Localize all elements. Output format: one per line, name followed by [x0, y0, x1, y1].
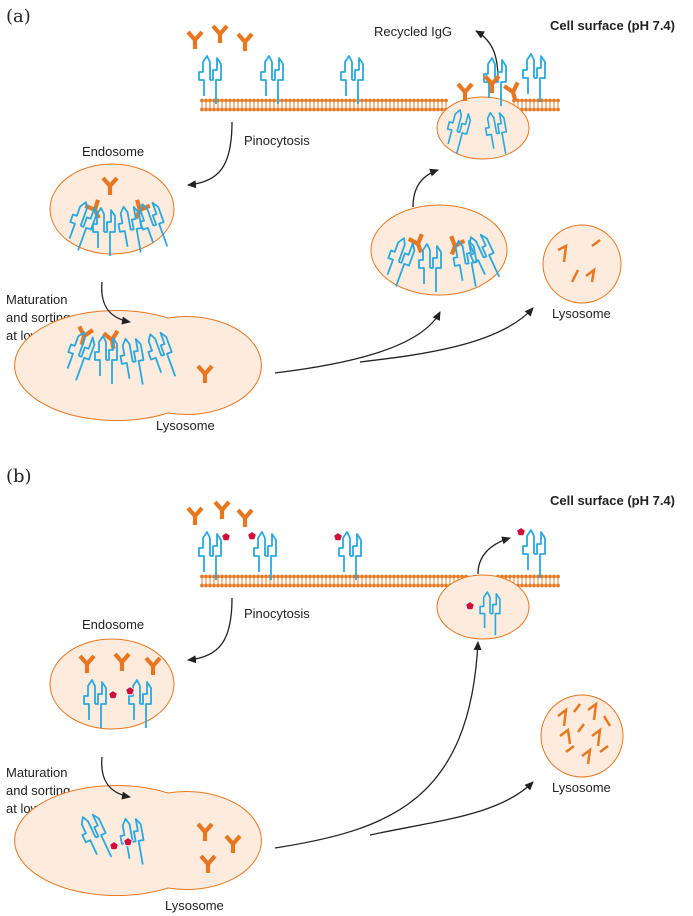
- endosome-label: Endosome: [82, 144, 144, 159]
- fcrn-receptor-icon: [198, 531, 222, 580]
- sorting-label: and sorting: [6, 783, 70, 798]
- degraded-fragment-icon: [557, 701, 612, 765]
- recycling-arrow: [412, 168, 439, 208]
- endosome-vesicle: [49, 638, 175, 730]
- inhibitor-pentagon-icon: [221, 532, 231, 542]
- igg-antibody-icon: [196, 364, 214, 383]
- endosome-label: Endosome: [82, 617, 144, 632]
- inhibitor-pentagon-icon: [465, 601, 475, 611]
- inhibitor-pentagon-icon: [516, 527, 526, 537]
- igg-antibody-icon: [77, 325, 95, 346]
- igg-antibody-icon: [113, 652, 131, 671]
- maturation-arrow: [101, 281, 131, 325]
- fcrn-receptor-icon: [83, 679, 107, 728]
- release-arrow: [477, 536, 511, 575]
- cell-surface-label: Cell surface (pH 7.4): [550, 493, 675, 508]
- cell-membrane: [200, 98, 448, 112]
- igg-antibody-icon: [101, 176, 119, 195]
- igg-antibody-icon: [502, 81, 520, 102]
- cell-membrane: [200, 574, 468, 588]
- igg-antibody-icon: [199, 854, 217, 873]
- lysosome-right-label: Lysosome: [552, 780, 611, 795]
- endosome-vesicle: [49, 163, 175, 255]
- fcrn-receptor-icon: [468, 233, 501, 278]
- fcrn-receptor-icon: [386, 237, 416, 287]
- sorting-to-recycle-arrow: [274, 311, 441, 374]
- pinocytosis-arrow: [187, 597, 233, 664]
- degraded-fragment-icon: [557, 239, 601, 283]
- fcrn-receptor-icon: [128, 679, 152, 728]
- fcrn-receptor-icon: [260, 55, 284, 104]
- fcrn-receptor-icon: [117, 205, 143, 253]
- sorting-to-recycle-arrow: [274, 641, 482, 849]
- sorting-to-lysosome-arrow: [359, 307, 534, 363]
- fcrn-receptor-icon: [484, 111, 508, 155]
- fcrn-receptor-icon: [338, 531, 362, 580]
- fcrn-receptor-icon: [418, 243, 442, 292]
- pinocytosis-label: Pinocytosis: [244, 606, 310, 621]
- icon-layer: [66, 24, 546, 873]
- fcrn-receptor-icon: [253, 531, 277, 580]
- maturation-label: Maturation: [6, 292, 67, 307]
- fcrn-receptor-icon: [522, 53, 546, 102]
- igg-antibody-icon: [196, 822, 214, 841]
- inhibitor-pentagon-icon: [333, 532, 343, 542]
- inhibitor-pentagon-icon: [108, 690, 118, 700]
- panel-b-label: (b): [6, 466, 32, 487]
- igg-antibody-icon: [186, 30, 204, 49]
- igg-antibody-icon: [224, 834, 242, 853]
- fcrn-receptor-icon: [68, 201, 98, 251]
- lysosome-bottom-label: Lysosome: [165, 898, 224, 913]
- igg-antibody-icon: [78, 654, 96, 673]
- lysosome-bottom-label: Lysosome: [156, 418, 215, 433]
- panel-a-label: (a): [6, 6, 31, 27]
- pinocytosis-arrow: [187, 121, 233, 189]
- fcrn-receptor-icon: [92, 207, 116, 256]
- igg-antibody-icon: [236, 508, 254, 527]
- igg-antibody-icon: [236, 32, 254, 51]
- recycled-igg-label: Recycled IgG: [374, 24, 452, 39]
- cell-membrane: [512, 98, 560, 112]
- lysosome-right-label: Lysosome: [552, 306, 611, 321]
- fcrn-receptor-icon: [119, 337, 145, 385]
- sorting-label: and sorting: [6, 310, 70, 325]
- fcrn-receptor-icon: [340, 55, 364, 104]
- igg-antibody-icon: [144, 656, 162, 675]
- fcrn-receptor-icon: [522, 529, 546, 578]
- fcrn-receptor-icon: [147, 331, 177, 377]
- pinocytosis-label: Pinocytosis: [244, 133, 310, 148]
- exocytic-vesicle: [436, 96, 530, 160]
- maturation-arrow: [101, 756, 131, 800]
- maturation-label: Maturation: [6, 765, 67, 780]
- igg-antibody-icon: [483, 74, 501, 93]
- inhibitor-pentagon-icon: [123, 837, 133, 847]
- fcrn-receptor-icon: [80, 813, 113, 858]
- sorting-to-lysosome-arrow: [369, 781, 534, 836]
- fcrn-receptor-icon: [479, 591, 501, 636]
- inhibitor-pentagon-icon: [247, 531, 257, 541]
- igg-antibody-icon: [186, 506, 204, 525]
- inhibitor-pentagon-icon: [109, 841, 119, 851]
- fcrn-receptor-icon: [94, 335, 118, 384]
- fcrn-receptor-icon: [446, 109, 472, 154]
- cell-surface-label: Cell surface (pH 7.4): [550, 18, 675, 33]
- lysosome-vesicle: [542, 224, 622, 304]
- fcrn-receptor-icon: [139, 201, 169, 247]
- igg-antibody-icon: [456, 82, 474, 101]
- panel-a: (a) Cell surface (pH 7.4) Recycled IgG P…: [6, 6, 675, 433]
- igg-antibody-icon: [213, 500, 231, 519]
- fcrn-receptor-icon: [66, 331, 96, 381]
- fcrn-receptor-icon: [198, 55, 222, 104]
- sorting-endosome-vesicle: [14, 310, 262, 421]
- lysosome-vesicle: [540, 694, 624, 778]
- igg-antibody-icon: [211, 24, 229, 43]
- inhibitor-pentagon-icon: [125, 686, 135, 696]
- igg-antibody-icon: [407, 233, 424, 254]
